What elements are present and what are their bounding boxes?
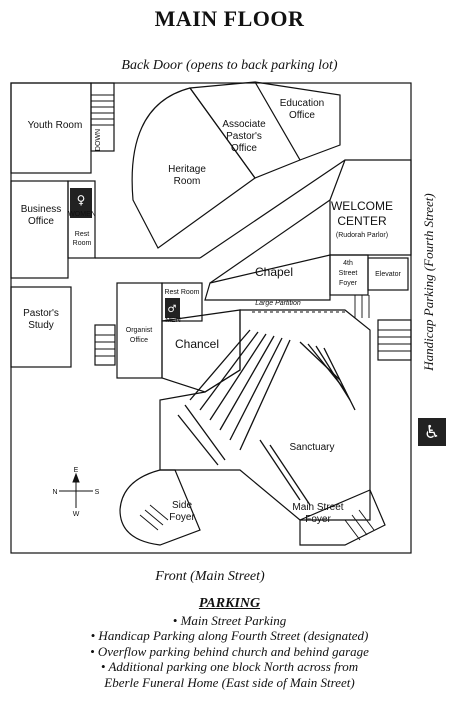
heritage-room [131, 87, 256, 249]
rest-room-men [161, 282, 203, 322]
stairs-right [377, 319, 412, 361]
rest-room-label-1: Rest [75, 231, 89, 238]
fourth-foyer-label-1: 4th [343, 260, 353, 267]
side-parking-label: Handicap Parking (Fourth Street) [421, 193, 436, 372]
rudorah-label: (Rudorah Parlor) [336, 232, 388, 239]
men-label: MEN [165, 317, 181, 324]
side-foyer [119, 469, 201, 546]
sanctuary-label: Sanctuary [289, 442, 334, 453]
side-foyer-label-1: Side [172, 500, 192, 511]
compass-rose [59, 472, 93, 508]
parking-item: • Additional parking one block North acr… [100, 659, 359, 674]
associate-office [188, 81, 301, 179]
welcome-label-1: WELCOME [331, 199, 393, 213]
main-foyer-label-2: Foyer [305, 514, 331, 525]
assoc-label-2: Pastor's [226, 131, 262, 142]
youth-room-label: Youth Room [28, 120, 83, 131]
pastors-study [10, 286, 72, 368]
heritage-label-2: Room [174, 176, 201, 187]
stairs-left [94, 324, 116, 366]
parking-section: PARKING • Main Street Parking • Handicap… [0, 596, 459, 690]
front-label: Front (Main Street) [155, 569, 265, 584]
stairs-top [90, 82, 115, 152]
women-label: WOMEN [68, 211, 96, 218]
women-icon [70, 188, 92, 218]
education-office [254, 81, 341, 161]
back-door-label: Back Door (opens to back parking lot) [121, 58, 338, 73]
business-label-1: Business [21, 204, 62, 215]
fourth-foyer-label-2: Street [339, 270, 358, 277]
parking-item: • Overflow parking behind church and beh… [90, 643, 369, 659]
organist-label-1: Organist [126, 327, 153, 334]
welcome-center [329, 159, 412, 256]
pastors-study-label-1: Pastor's [23, 308, 59, 319]
elevator-label: Elevator [375, 271, 401, 278]
business-label-2: Office [28, 216, 54, 227]
side-foyer-label-2: Foyer [169, 512, 195, 523]
fourth-foyer-label-3: Foyer [339, 280, 358, 287]
chapel-label: Chapel [255, 265, 293, 279]
education-label-2: Office [289, 110, 315, 121]
compass-n: N [52, 489, 57, 496]
chapel [204, 254, 331, 301]
organist-label-2: Office [130, 337, 148, 344]
parking-heading: PARKING [198, 596, 261, 611]
main-foyer-label-1: Main Street [292, 502, 343, 513]
welcome-label-2: CENTER [337, 214, 387, 228]
main-street-foyer [299, 489, 386, 546]
heritage-label-1: Heritage [168, 164, 206, 175]
compass-w: W [73, 511, 80, 518]
chancel-label: Chancel [175, 337, 219, 351]
assoc-label-1: Associate [222, 119, 266, 130]
parking-item: • Main Street Parking [172, 612, 287, 628]
men-icon [165, 298, 180, 318]
compass-e: E [74, 467, 79, 474]
rest-room-women [67, 180, 96, 259]
svg-text:♿: ♿ [424, 422, 440, 443]
down-label: DOWN [95, 129, 102, 151]
compass-s: S [95, 489, 100, 496]
rest-room2-label: Rest Room [164, 289, 199, 296]
page-title: MAIN FLOOR [154, 6, 305, 31]
large-partition-label: Large Partition [255, 300, 301, 307]
svg-text:♀: ♀ [77, 193, 86, 207]
sanctuary [159, 309, 371, 521]
elevator [367, 257, 409, 291]
handicap-icon [418, 418, 446, 446]
pastors-study-label-2: Study [28, 320, 54, 331]
parking-item: Eberle Funeral Home (East side of Main S… [104, 674, 355, 690]
rest-room-label-2: Room [73, 240, 92, 247]
parking-item: • Handicap Parking along Fourth Street (… [90, 628, 369, 643]
svg-text:♂: ♂ [168, 304, 177, 315]
assoc-label-3: Office [231, 143, 257, 154]
education-label-1: Education [280, 98, 324, 109]
business-office [10, 180, 69, 279]
